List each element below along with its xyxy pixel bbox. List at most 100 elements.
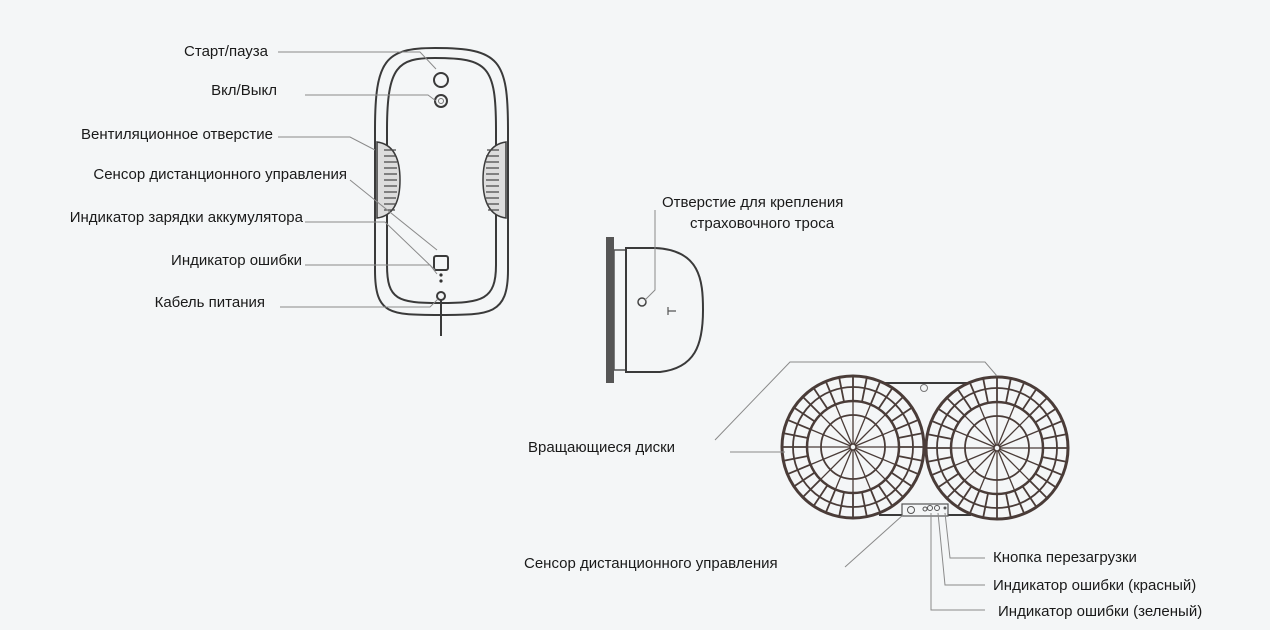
disc-spoke (825, 381, 837, 405)
disc-spoke (787, 463, 811, 475)
disc-inner-spoke (954, 448, 995, 467)
disc-spoke (1021, 389, 1037, 411)
label-battery-indicator: Индикатор зарядки аккумулятора (70, 209, 304, 226)
disc-spoke (890, 471, 912, 487)
disc-spoke (884, 396, 904, 416)
disc-inner-spoke (854, 448, 886, 480)
disc-spoke (813, 388, 829, 410)
disc-spoke (1028, 479, 1048, 499)
disc-inner-spoke (834, 404, 853, 445)
label-rotating-discs: Вращающиеся диски (528, 439, 675, 456)
disc-inner-spoke (954, 429, 995, 448)
disc-spoke (969, 490, 981, 514)
disc-spoke (884, 478, 904, 498)
disc-spoke (1028, 397, 1048, 417)
disc-spoke (928, 456, 953, 463)
disc-spoke (838, 378, 845, 403)
disc-spoke (1013, 490, 1025, 514)
label-start-pause: Старт/пауза (184, 43, 269, 60)
disc-spoke (869, 489, 881, 513)
disc-spoke (784, 432, 809, 439)
disc-spoke (869, 381, 881, 405)
disc-spoke (1041, 456, 1066, 463)
disc-spoke (838, 491, 845, 516)
disc-inner-spoke (855, 447, 896, 466)
disc-spoke (946, 397, 966, 417)
disc-spoke (982, 492, 989, 517)
disc-spoke (861, 491, 868, 516)
disc-spoke (1034, 408, 1056, 424)
disc-inner-spoke (820, 448, 852, 480)
disc-spoke (877, 388, 893, 410)
disc-inner-spoke (855, 428, 896, 447)
disc-inner-spoke (999, 429, 1040, 448)
disc-spoke (1013, 382, 1025, 406)
disc-spoke (802, 478, 822, 498)
disc-spoke (1039, 464, 1063, 476)
disc-spoke (946, 479, 966, 499)
disc-inner-spoke (998, 449, 1030, 481)
disc-spoke (1005, 492, 1012, 517)
disc-spoke (938, 472, 960, 488)
side-view-device (606, 210, 705, 383)
disc-inner-spoke (998, 415, 1030, 447)
disc-spoke (890, 407, 912, 423)
disc-inner-spoke (853, 404, 872, 445)
disc-spoke (861, 378, 868, 403)
bottom-view-leaders (714, 361, 998, 611)
disc-spoke (957, 485, 973, 507)
disc-spoke (825, 489, 837, 513)
disc-spoke (813, 484, 829, 506)
bottom-view-device (780, 374, 1070, 521)
disc-spoke (938, 408, 960, 424)
disc-spoke (784, 455, 809, 462)
disc-spoke (931, 420, 955, 432)
disc-spoke (802, 396, 822, 416)
disc-inner-spoke (853, 449, 872, 490)
disc-spoke (931, 464, 955, 476)
disc-spoke (957, 389, 973, 411)
side-disc (606, 237, 614, 383)
disc-inner-spoke (997, 450, 1016, 491)
disc-spoke (1021, 485, 1037, 507)
label-error-red: Индикатор ошибки (красный) (993, 577, 1196, 594)
front-view-leaders (278, 51, 439, 308)
label-error-indicator: Индикатор ошибки (171, 252, 302, 269)
label-power-cable: Кабель питания (155, 294, 265, 311)
disc-inner-spoke (978, 405, 997, 446)
disc-inner-spoke (834, 449, 853, 490)
disc-hub (849, 443, 857, 451)
disc-inner-spoke (820, 414, 852, 446)
label-bottom-remote-sensor: Сенсор дистанционного управления (524, 555, 778, 572)
disc-inner-spoke (978, 450, 997, 491)
label-vent: Вентиляционное отверстие (81, 126, 273, 143)
disc-inner-spoke (810, 447, 851, 466)
disc-inner-spoke (854, 414, 886, 446)
disc-spoke (897, 455, 922, 462)
disc-spoke (897, 432, 922, 439)
disc-spoke (794, 471, 816, 487)
disc-inner-spoke (999, 448, 1040, 467)
disc-spoke (928, 433, 953, 440)
disc-inner-spoke (964, 449, 996, 481)
disc-inner-spoke (997, 405, 1016, 446)
disc-inner-spoke (964, 415, 996, 447)
disc-spoke (1039, 420, 1063, 432)
disc-spoke (794, 407, 816, 423)
label-reset-button: Кнопка перезагрузки (993, 549, 1137, 566)
disc-spoke (1005, 379, 1012, 404)
disc-spoke (787, 419, 811, 431)
disc-spoke (895, 419, 919, 431)
disc-spoke (895, 463, 919, 475)
label-power: Вкл/Выкл (211, 82, 277, 99)
disc-spoke (1041, 433, 1066, 440)
label-remote-sensor: Сенсор дистанционного управления (93, 166, 347, 183)
disc-spoke (877, 484, 893, 506)
disc-spoke (969, 382, 981, 406)
label-safety-rope-hole-1: Отверстие для крепления (662, 194, 843, 211)
disc-hub (993, 444, 1001, 452)
disc-spoke (1034, 472, 1056, 488)
label-safety-rope-hole-2: страховочного троса (690, 215, 835, 232)
